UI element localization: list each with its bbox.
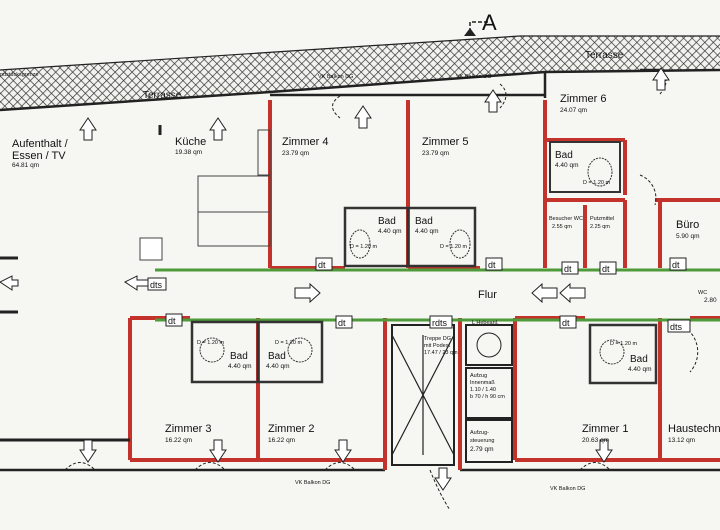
grundstuecksgrenze-label: ndstücksgrenze bbox=[0, 72, 39, 78]
zimmer2-name: Zimmer 2 bbox=[268, 423, 314, 435]
zimmer4-name: Zimmer 4 bbox=[282, 136, 328, 148]
aufzug-area: 2.79 qm bbox=[470, 446, 494, 453]
zimmer3-name: Zimmer 3 bbox=[165, 423, 211, 435]
shower-note-bad6: D = 1.20 m bbox=[583, 180, 610, 186]
bad2-area: 4.40 qm bbox=[266, 363, 290, 370]
corridor-walls bbox=[155, 268, 720, 322]
wc-name: WC bbox=[698, 290, 707, 296]
dts-tag-aufenthalt: dts bbox=[150, 280, 163, 290]
dt-tag-zimmer1: dt bbox=[562, 318, 570, 328]
zimmer3-area: 16.22 qm bbox=[165, 437, 192, 444]
buero-area: 5.90 qm bbox=[676, 233, 700, 240]
zimmer4-area: 23.79 qm bbox=[282, 150, 309, 157]
flur-label: Flur bbox=[478, 289, 497, 301]
aufzugschacht-3: 1.10 / 1.40 bbox=[470, 387, 496, 393]
dt-tag-zimmer5: dt bbox=[488, 260, 496, 270]
lift-shaft bbox=[465, 324, 513, 463]
left-wall-segments bbox=[0, 125, 162, 442]
terrasse-west-label: Terrasse bbox=[143, 90, 182, 101]
putzmittel-name: Putzmittel bbox=[590, 216, 614, 222]
terrace-hatch bbox=[0, 35, 720, 110]
door-arcs bbox=[64, 69, 699, 511]
aufzug-name-1: Aufzug- bbox=[470, 430, 489, 436]
dt-tag-buero: dt bbox=[672, 260, 680, 270]
bad4-area: 4.40 qm bbox=[378, 228, 402, 235]
zimmer6-name: Zimmer 6 bbox=[560, 93, 606, 105]
vk-balkon-bottom-2: VK Balkon DG bbox=[550, 486, 585, 492]
aufzugschacht-1: Aufzug bbox=[470, 373, 487, 379]
dt-tag-zimmer3: dt bbox=[168, 316, 176, 326]
haustechnik-name: Haustechn bbox=[668, 423, 720, 435]
shower-note-bad5: D = 1.20 m bbox=[440, 244, 467, 250]
bad3-name: Bad bbox=[230, 351, 248, 362]
vk-balkon-bottom-1: VK Balkon DG bbox=[295, 480, 330, 486]
bad2-name: Bad bbox=[268, 351, 286, 362]
kitchen-counter bbox=[139, 129, 271, 261]
dts-tag-haustechnik: dts bbox=[670, 322, 683, 332]
zimmer1-area: 20.63 qm bbox=[582, 437, 609, 444]
aufzugschacht-4: b 70 / h 90 cm bbox=[470, 394, 505, 400]
shower-note-bad4: D = 1.20 m bbox=[350, 244, 377, 250]
kueche-name: Küche bbox=[175, 136, 206, 148]
bad3-area: 4.40 qm bbox=[228, 363, 252, 370]
aufenthalt-name-1: Aufenthalt / bbox=[12, 138, 69, 150]
bad5-name: Bad bbox=[415, 216, 433, 227]
haustechnik-area: 13.12 qm bbox=[668, 437, 695, 444]
bad1-name: Bad bbox=[630, 354, 648, 365]
treppe-area: 17.47 / 23 qm bbox=[424, 350, 458, 356]
bad6-area: 4.40 qm bbox=[555, 162, 579, 169]
dt-tag-putz: dt bbox=[602, 264, 610, 274]
putzmittel-area: 2.25 qm bbox=[590, 224, 610, 230]
wc-area: 2.80 bbox=[704, 297, 717, 304]
bad4-name: Bad bbox=[378, 216, 396, 227]
plan-labels: ndstücksgrenze Terrasse Terrasse VK Balk… bbox=[0, 50, 720, 492]
kueche-area: 19.38 qm bbox=[175, 149, 202, 156]
section-marker-a: A bbox=[464, 10, 497, 36]
aufzug-name-2: steuerung bbox=[470, 438, 494, 444]
shower-note-bad2: D = 1.20 m bbox=[275, 340, 302, 346]
zimmer6-area: 24.07 qm bbox=[560, 107, 587, 114]
bath-fixtures bbox=[190, 141, 658, 385]
treppe-name-1: Treppe DG bbox=[424, 336, 451, 342]
aufenthalt-name-2: Essen / TV bbox=[12, 150, 66, 162]
zimmer1-name: Zimmer 1 bbox=[582, 423, 628, 435]
shower-note-bad1: D = 1.20 m bbox=[610, 341, 637, 347]
section-marker-label: A bbox=[482, 10, 497, 35]
dt-tags bbox=[147, 257, 691, 333]
besucher-wc-name: Besucher WC bbox=[549, 216, 583, 222]
shower-note-bad3: D = 1.20 m bbox=[197, 340, 224, 346]
dt-tag-zimmer2: dt bbox=[338, 318, 346, 328]
dt-tag-wc: dt bbox=[564, 264, 572, 274]
vk-balkon-top-1: VK Balkon DG bbox=[318, 74, 353, 80]
terrasse-east-label: Terrasse bbox=[585, 50, 624, 61]
besucher-wc-area: 2.55 qm bbox=[552, 224, 572, 230]
zimmer2-area: 16.22 qm bbox=[268, 437, 295, 444]
treppe-name-2: mit Podest bbox=[424, 343, 450, 349]
dt-tag-zimmer4: dt bbox=[318, 260, 326, 270]
buero-name: Büro bbox=[676, 219, 699, 231]
zimmer5-area: 23.79 qm bbox=[422, 150, 449, 157]
rdts-tag-stair: rdts bbox=[432, 318, 448, 328]
bad1-area: 4.40 qm bbox=[628, 366, 652, 373]
vk-balkon-top-2: VK Balkon DG bbox=[456, 74, 491, 80]
exterior-walls bbox=[0, 68, 720, 472]
aufenthalt-area: 64.81 qm bbox=[12, 162, 39, 169]
staircase bbox=[391, 324, 455, 466]
zimmer5-name: Zimmer 5 bbox=[422, 136, 468, 148]
hebeanlage-label: L Hebeanl. bbox=[472, 320, 499, 326]
bad6-name: Bad bbox=[555, 150, 573, 161]
exit-arrows bbox=[0, 67, 670, 491]
aufzugschacht-2: Innenmaß bbox=[470, 380, 495, 386]
bad5-area: 4.40 qm bbox=[415, 228, 439, 235]
